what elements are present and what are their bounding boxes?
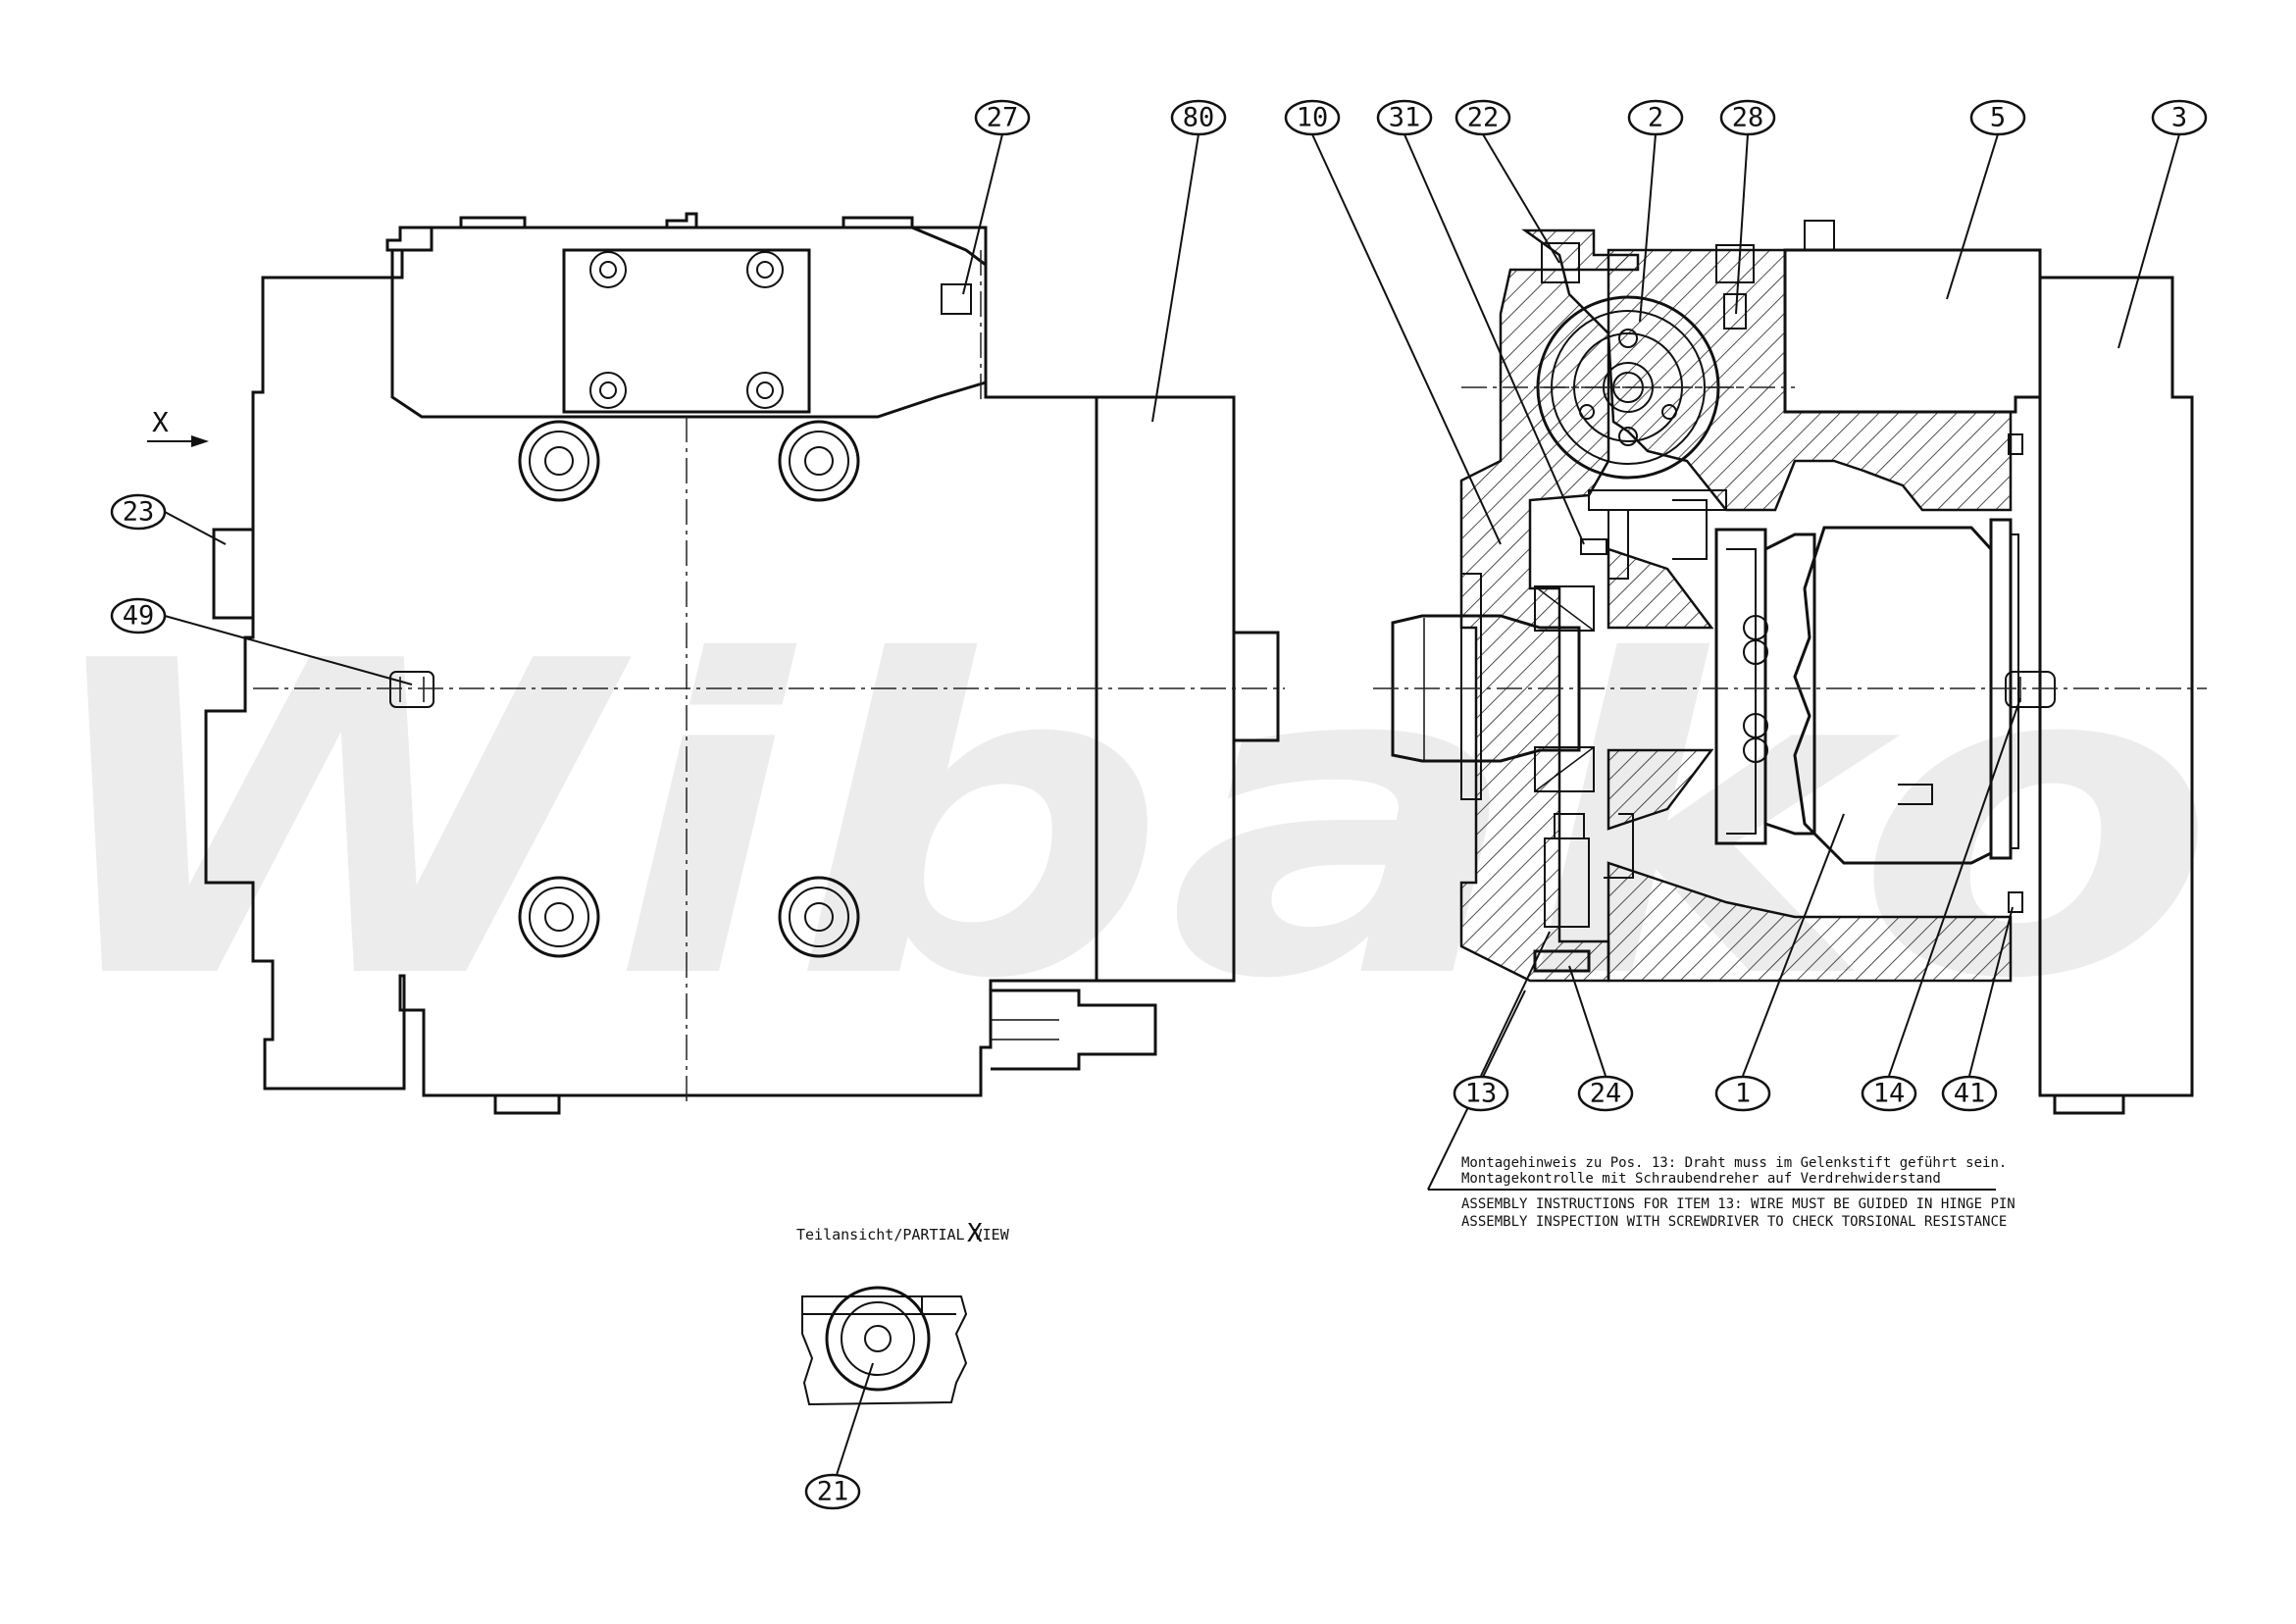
svg-text:27: 27 [987,103,1019,133]
svg-text:5: 5 [1990,103,2006,133]
callout-13: 13 [1453,1075,1509,1112]
partial-view-letter: X [967,1219,983,1248]
callout-27: 27 [974,99,1031,136]
svg-text:2: 2 [1648,103,1663,133]
callout-23: 23 [110,493,167,531]
svg-text:3: 3 [2171,103,2187,133]
svg-text:31: 31 [1389,103,1421,133]
callout-3: 3 [2151,99,2208,136]
callout-1: 1 [1714,1075,1771,1112]
callout-28: 28 [1719,99,1776,136]
callout-49: 49 [110,597,167,634]
callout-80: 80 [1170,99,1227,136]
side-view: X [147,212,1285,1115]
assembly-note: Montagehinweis zu Pos. 13: Draht muss im… [1427,990,2015,1230]
assembly-note-en-1: ASSEMBLY INSTRUCTIONS FOR ITEM 13: WIRE … [1461,1196,2015,1212]
svg-text:49: 49 [123,601,155,632]
control-bolts [589,251,784,409]
svg-text:21: 21 [817,1477,849,1507]
callout-22: 22 [1454,99,1511,136]
callout-41: 41 [1941,1075,1998,1112]
svg-text:24: 24 [1590,1079,1622,1109]
svg-text:28: 28 [1732,103,1764,133]
svg-text:41: 41 [1954,1079,1986,1109]
callout-14: 14 [1861,1075,1917,1112]
assembly-note-de-2: Montagekontrolle mit Schraubendreher auf… [1461,1171,1941,1187]
svg-text:80: 80 [1183,103,1215,133]
svg-text:13: 13 [1465,1079,1498,1109]
partial-view-label: Teilansicht/PARTIAL VIEW [796,1226,1010,1243]
svg-text:1: 1 [1735,1079,1751,1109]
view-arrow-label: X [152,406,169,438]
svg-text:23: 23 [123,497,155,528]
callout-31: 31 [1376,99,1433,136]
assembly-note-en-2: ASSEMBLY INSPECTION WITH SCREWDRIVER TO … [1461,1214,2007,1230]
callout-10: 10 [1284,99,1341,136]
svg-text:14: 14 [1873,1079,1906,1109]
assembly-note-de-1: Montagehinweis zu Pos. 13: Draht muss im… [1461,1155,2007,1171]
section-view [1373,220,2207,1115]
callout-24: 24 [1577,1075,1634,1112]
view-arrow-x: X [147,406,209,447]
callout-5: 5 [1969,99,2026,136]
housing-bolts [518,420,860,958]
svg-text:10: 10 [1297,103,1329,133]
watermark: Wibako [29,571,2217,1073]
svg-text:22: 22 [1467,103,1500,133]
callout-2: 2 [1627,99,1684,136]
partial-view-x: Teilansicht/PARTIAL VIEW X [796,1219,1010,1406]
callout-21: 21 [804,1473,861,1510]
callouts: 27 80 10 31 22 2 [110,99,2208,1510]
